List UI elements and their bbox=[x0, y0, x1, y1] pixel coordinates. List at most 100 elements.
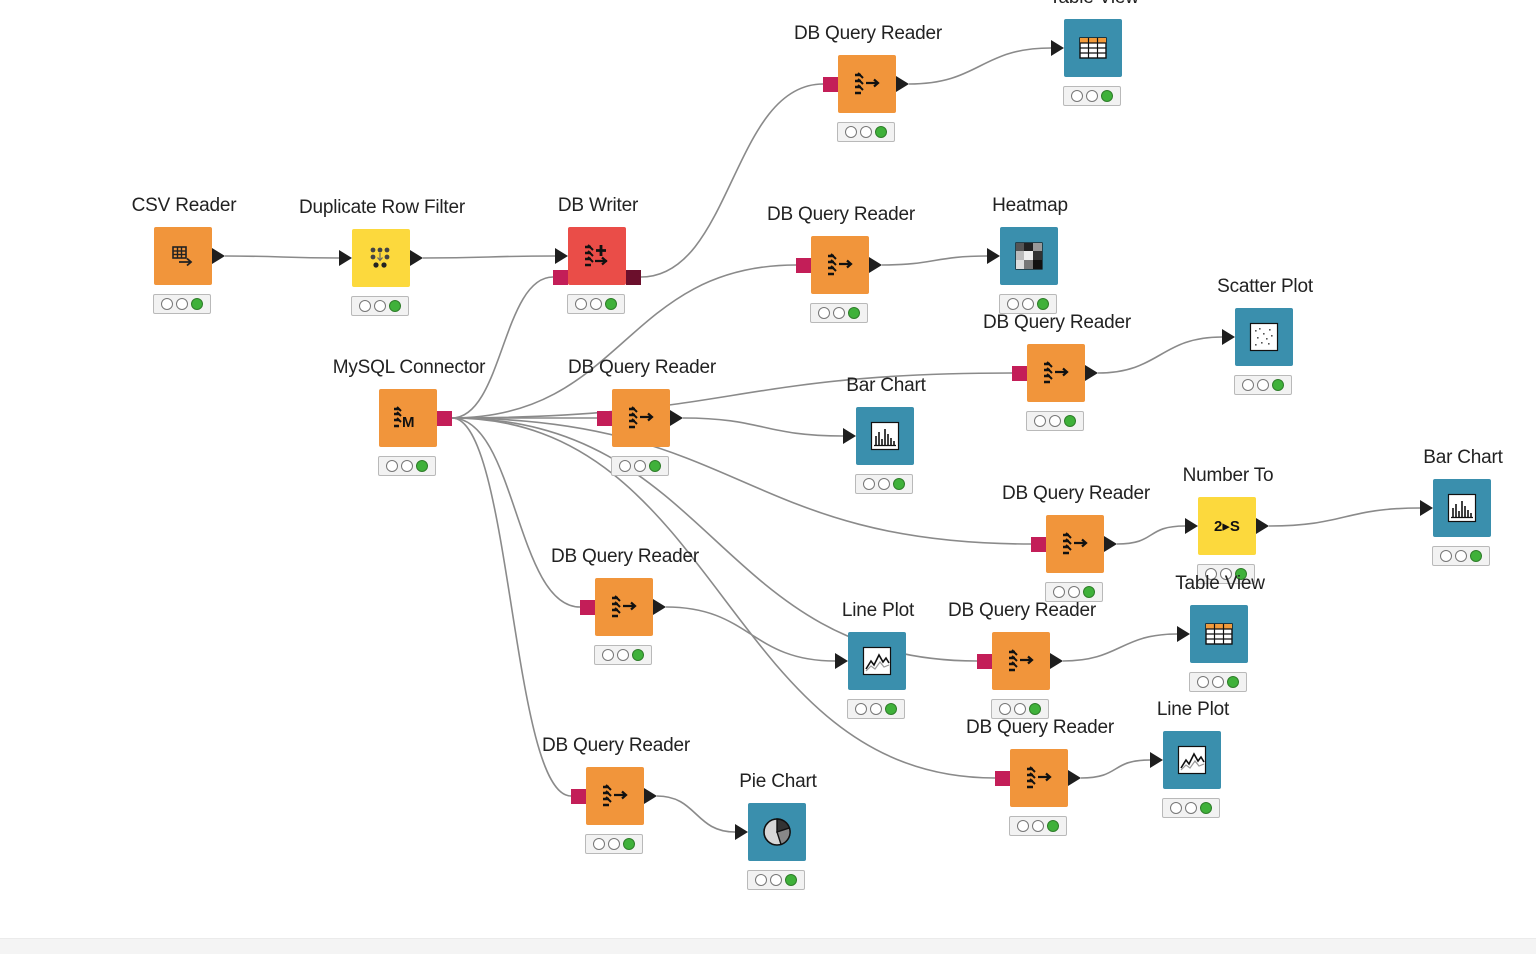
output-port[interactable] bbox=[437, 410, 452, 426]
node-body[interactable] bbox=[352, 229, 410, 287]
node-scatter-plot[interactable]: Scatter Plot bbox=[1205, 276, 1325, 406]
node-body[interactable] bbox=[848, 632, 906, 690]
input-port[interactable] bbox=[735, 824, 748, 840]
input-port[interactable] bbox=[987, 248, 1000, 264]
connection-mysql-connector-to-db-writer[interactable] bbox=[451, 276, 554, 419]
connection-db-query-reader-2-to-heatmap[interactable] bbox=[881, 255, 988, 266]
connection-mysql-connector-to-db-query-reader-8[interactable] bbox=[451, 417, 996, 779]
node-db-query-reader-9[interactable]: DB Query Reader bbox=[542, 735, 690, 865]
node-duplicate-row-filter[interactable]: Duplicate Row Filter bbox=[299, 197, 465, 327]
node-pie-chart[interactable]: Pie Chart bbox=[718, 771, 838, 901]
connection-db-query-reader-7-to-table-view-2[interactable] bbox=[1062, 633, 1178, 662]
node-body[interactable] bbox=[1010, 749, 1068, 807]
node-body[interactable]: 2▸S bbox=[1198, 497, 1256, 555]
node-db-query-reader-2[interactable]: DB Query Reader bbox=[767, 204, 915, 334]
input-port[interactable] bbox=[1420, 500, 1433, 516]
node-body[interactable] bbox=[568, 227, 626, 285]
output-port[interactable] bbox=[626, 269, 641, 285]
node-body[interactable] bbox=[838, 55, 896, 113]
node-heatmap[interactable]: Heatmap bbox=[970, 195, 1090, 325]
connection-db-query-reader-3-to-bar-chart-1[interactable] bbox=[682, 417, 844, 437]
node-body[interactable] bbox=[811, 236, 869, 294]
node-db-query-reader-5[interactable]: DB Query Reader bbox=[1002, 483, 1150, 613]
node-line-plot-1[interactable]: Line Plot bbox=[818, 600, 938, 730]
connection-db-query-reader-8-to-line-plot-2[interactable] bbox=[1080, 759, 1151, 779]
node-db-query-reader-6[interactable]: DB Query Reader bbox=[551, 546, 699, 676]
node-body[interactable] bbox=[154, 227, 212, 285]
connection-mysql-connector-to-db-query-reader-4[interactable] bbox=[451, 372, 1013, 419]
input-port[interactable] bbox=[995, 770, 1010, 786]
input-port[interactable] bbox=[843, 428, 856, 444]
node-body[interactable] bbox=[992, 632, 1050, 690]
connection-mysql-connector-to-db-query-reader-6[interactable] bbox=[451, 417, 581, 608]
node-db-query-reader-1[interactable]: DB Query Reader bbox=[794, 23, 942, 153]
node-body[interactable] bbox=[1064, 19, 1122, 77]
input-port[interactable] bbox=[796, 257, 811, 273]
connection-db-writer-to-db-query-reader-1[interactable] bbox=[640, 83, 824, 278]
node-table-view-2[interactable]: Table View bbox=[1160, 573, 1280, 703]
output-port[interactable] bbox=[1068, 770, 1081, 786]
node-body[interactable] bbox=[612, 389, 670, 447]
input-port[interactable] bbox=[555, 248, 568, 264]
input-port[interactable] bbox=[1031, 536, 1046, 552]
input-port[interactable] bbox=[580, 599, 595, 615]
output-port[interactable] bbox=[670, 410, 683, 426]
input-port[interactable] bbox=[1222, 329, 1235, 345]
node-db-query-reader-7[interactable]: DB Query Reader bbox=[948, 600, 1096, 730]
node-db-query-reader-4[interactable]: DB Query Reader bbox=[983, 312, 1131, 442]
node-body[interactable] bbox=[595, 578, 653, 636]
output-port[interactable] bbox=[653, 599, 666, 615]
connection-db-query-reader-9-to-pie-chart[interactable] bbox=[656, 795, 736, 833]
output-port[interactable] bbox=[869, 257, 882, 273]
output-port[interactable] bbox=[1256, 518, 1269, 534]
node-line-plot-2[interactable]: Line Plot bbox=[1133, 699, 1253, 829]
node-body[interactable] bbox=[1027, 344, 1085, 402]
db-input-port[interactable] bbox=[553, 269, 568, 285]
node-db-writer[interactable]: DB Writer bbox=[538, 195, 658, 325]
output-port[interactable] bbox=[1050, 653, 1063, 669]
node-body[interactable] bbox=[1046, 515, 1104, 573]
output-port[interactable] bbox=[410, 250, 423, 266]
connection-db-query-reader-5-to-number-to-string[interactable] bbox=[1116, 525, 1186, 545]
connection-csv-reader-to-duplicate-row-filter[interactable] bbox=[224, 255, 340, 259]
input-port[interactable] bbox=[597, 410, 612, 426]
input-port[interactable] bbox=[1177, 626, 1190, 642]
node-body[interactable] bbox=[1190, 605, 1248, 663]
node-bar-chart-2[interactable]: Bar Chart bbox=[1403, 447, 1523, 577]
input-port[interactable] bbox=[835, 653, 848, 669]
output-port[interactable] bbox=[896, 76, 909, 92]
node-db-query-reader-3[interactable]: DB Query Reader bbox=[568, 357, 716, 487]
connection-mysql-connector-to-db-query-reader-2[interactable] bbox=[451, 264, 797, 419]
node-body[interactable] bbox=[1163, 731, 1221, 789]
node-body[interactable]: M bbox=[379, 389, 437, 447]
node-body[interactable] bbox=[1000, 227, 1058, 285]
output-port[interactable] bbox=[212, 248, 225, 264]
connection-mysql-connector-to-db-query-reader-9[interactable] bbox=[451, 417, 572, 797]
connection-mysql-connector-to-db-query-reader-5[interactable] bbox=[451, 417, 1032, 545]
connection-duplicate-row-filter-to-db-writer[interactable] bbox=[422, 255, 556, 259]
output-port[interactable] bbox=[1104, 536, 1117, 552]
input-port[interactable] bbox=[1012, 365, 1027, 381]
node-body[interactable] bbox=[1235, 308, 1293, 366]
connection-number-to-string-to-bar-chart-2[interactable] bbox=[1268, 507, 1421, 527]
input-port[interactable] bbox=[977, 653, 992, 669]
node-body[interactable] bbox=[586, 767, 644, 825]
node-csv-reader[interactable]: CSV Reader bbox=[124, 195, 244, 325]
node-body[interactable] bbox=[856, 407, 914, 465]
node-body[interactable] bbox=[1433, 479, 1491, 537]
input-port[interactable] bbox=[1185, 518, 1198, 534]
node-db-query-reader-8[interactable]: DB Query Reader bbox=[966, 717, 1114, 847]
node-table-view-1[interactable]: Table View bbox=[1034, 0, 1154, 117]
input-port[interactable] bbox=[1150, 752, 1163, 768]
input-port[interactable] bbox=[823, 76, 838, 92]
output-port[interactable] bbox=[644, 788, 657, 804]
node-body[interactable] bbox=[748, 803, 806, 861]
connection-db-query-reader-4-to-scatter-plot[interactable] bbox=[1097, 336, 1223, 374]
node-bar-chart-1[interactable]: Bar Chart bbox=[826, 375, 946, 505]
input-port[interactable] bbox=[339, 250, 352, 266]
output-port[interactable] bbox=[1085, 365, 1098, 381]
input-port[interactable] bbox=[571, 788, 586, 804]
